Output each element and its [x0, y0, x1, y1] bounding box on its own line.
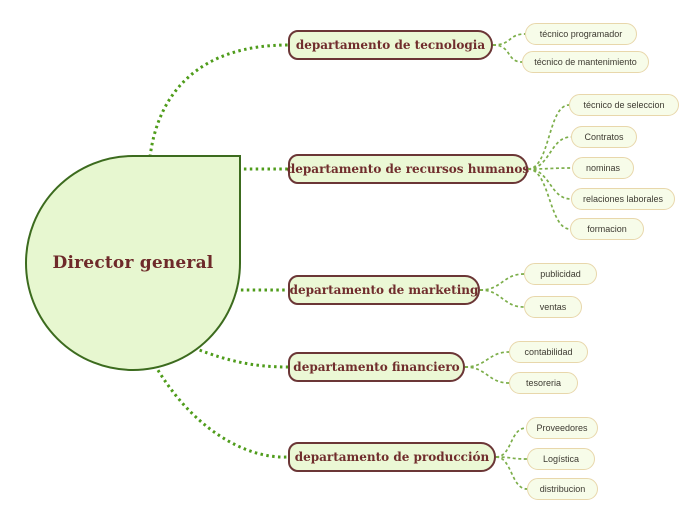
leaf-label: formacion [587, 224, 627, 234]
root-node-shape[interactable] [25, 155, 241, 371]
dept-label: departamento de producción [294, 450, 490, 464]
leaf-label: técnico de mantenimiento [534, 57, 637, 67]
node-leaf-ventas[interactable]: ventas [524, 296, 582, 318]
node-leaf-contabilidad[interactable]: contabilidad [509, 341, 588, 363]
node-leaf-publicidad[interactable]: publicidad [524, 263, 597, 285]
connector-financiero-to-contabilidad [464, 351, 510, 368]
node-dept-marketing[interactable]: departamento de marketing [288, 275, 480, 305]
connector-tecnologia-to-mantenimiento [492, 44, 523, 63]
leaf-label: contabilidad [524, 347, 573, 357]
connector-rrhh-to-contratos [527, 136, 572, 170]
leaf-label: tesoreria [525, 378, 561, 388]
connector-marketing-to-ventas [479, 289, 525, 308]
connector-produccion-to-distribucion [495, 456, 528, 490]
dept-label: departamento de tecnologia [295, 38, 486, 52]
connector-rrhh-to-nominas [527, 167, 573, 170]
leaf-label: técnico programador [539, 29, 623, 39]
root-node-label: Director general [52, 253, 214, 273]
node-leaf-tesoreria[interactable]: tesoreria [509, 372, 578, 394]
leaf-label: técnico de seleccion [583, 100, 665, 110]
connector-produccion-to-proveedores [495, 427, 527, 458]
connector-financiero-to-tesoreria [464, 366, 510, 384]
leaf-label: nominas [585, 163, 621, 173]
leaf-label: ventas [539, 302, 567, 312]
node-director-general[interactable]: Director general [26, 156, 240, 370]
node-leaf-contratos[interactable]: Contratos [571, 126, 637, 148]
leaf-label: Contratos [584, 132, 624, 142]
connector-root-to-tecnologia [148, 43, 289, 158]
node-leaf-distribucion[interactable]: distribucion [527, 478, 598, 500]
dept-label: departamento de recursos humanos [286, 162, 530, 176]
connector-rrhh-to-relaciones [527, 168, 572, 200]
node-dept-produccion[interactable]: departamento de producción [288, 442, 496, 472]
node-leaf-tecnico-mantenimiento[interactable]: técnico de mantenimiento [522, 51, 649, 73]
connector-rrhh-to-formacion [527, 168, 571, 230]
node-dept-tecnologia[interactable]: departamento de tecnologia [288, 30, 493, 60]
node-leaf-tecnico-programador[interactable]: técnico programador [525, 23, 637, 45]
dept-label: departamento de marketing [289, 283, 479, 297]
node-leaf-relaciones-laborales[interactable]: relaciones laborales [571, 188, 675, 210]
dept-label: departamento financiero [293, 360, 460, 374]
node-leaf-logistica[interactable]: Logística [527, 448, 595, 470]
connector-marketing-to-publicidad [479, 273, 525, 291]
leaf-label: distribucion [539, 484, 586, 494]
connector-root-to-produccion [150, 359, 289, 459]
connector-produccion-to-logistica [495, 456, 528, 460]
leaf-label: Logística [542, 454, 580, 464]
node-dept-financiero[interactable]: departamento financiero [288, 352, 465, 382]
connector-tecnologia-to-programador [492, 33, 526, 46]
leaf-label: Proveedores [536, 423, 588, 433]
leaf-label: relaciones laborales [582, 194, 664, 204]
node-dept-recursos-humanos[interactable]: departamento de recursos humanos [286, 154, 530, 184]
leaf-label: publicidad [540, 269, 581, 279]
node-leaf-formacion[interactable]: formacion [570, 218, 644, 240]
node-leaf-proveedores[interactable]: Proveedores [526, 417, 598, 439]
node-leaf-nominas[interactable]: nominas [572, 157, 634, 179]
connector-rrhh-to-seleccion [527, 104, 570, 170]
node-leaf-tecnico-seleccion[interactable]: técnico de seleccion [569, 94, 679, 116]
